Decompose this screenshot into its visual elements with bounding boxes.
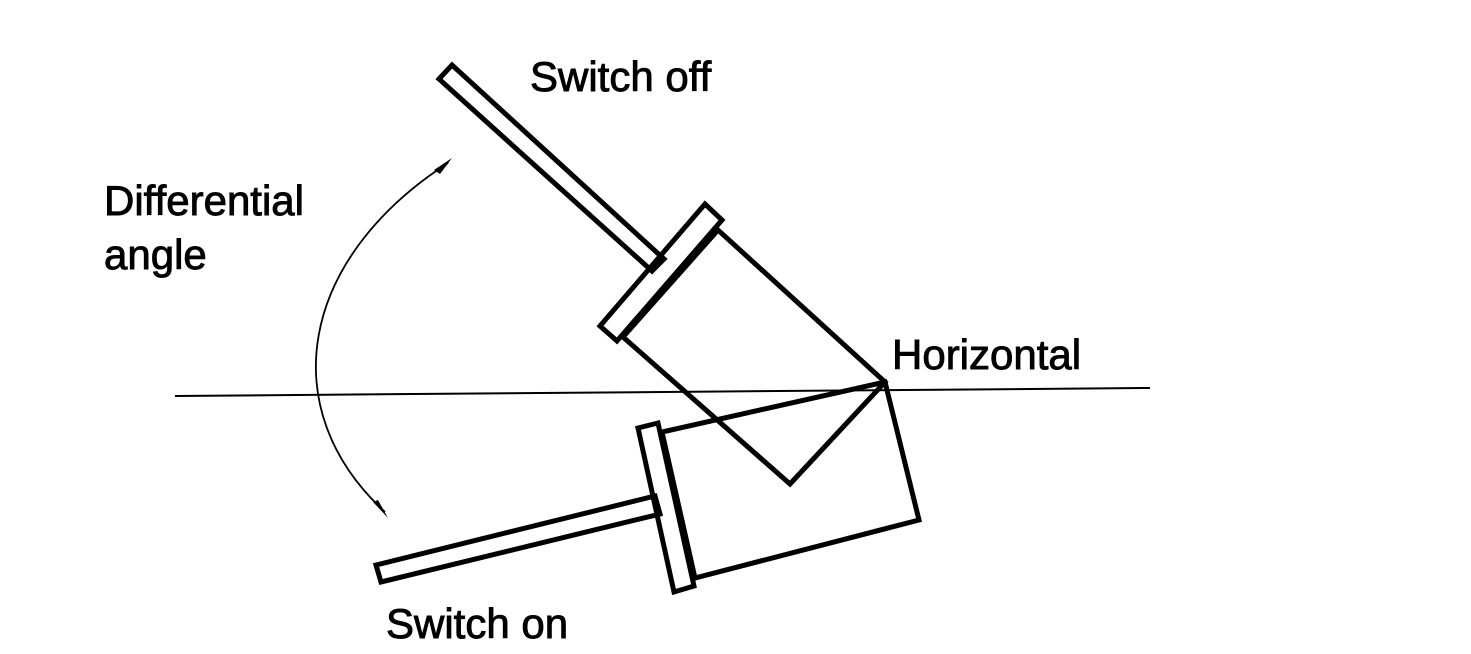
switch-on-rod (372, 492, 664, 585)
switch-off-position (435, 61, 889, 488)
switch-on-flange (635, 419, 697, 596)
switch-on-body (659, 379, 923, 582)
differential-angle-label-line1: Differential (104, 177, 304, 224)
switch-off-label: Switch off (530, 53, 712, 100)
switch-on-label: Switch on (386, 600, 568, 647)
arrowhead-up-icon (434, 158, 452, 174)
horizontal-reference-line (174, 387, 1151, 397)
angle-arc-line (315, 162, 449, 513)
switch-off-flange (596, 200, 726, 345)
differential-angle-arc (315, 158, 452, 518)
switch-on-position (372, 379, 923, 596)
arrowhead-down-icon (373, 500, 388, 518)
switch-off-rod (435, 61, 668, 275)
differential-angle-label-line2: angle (104, 231, 207, 278)
horizontal-label: Horizontal (892, 331, 1081, 378)
